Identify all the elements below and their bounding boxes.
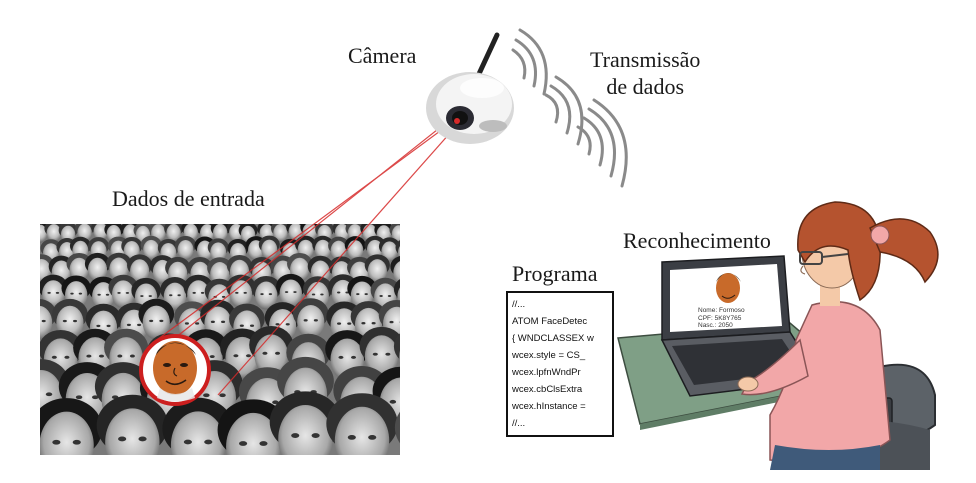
transmission-label-line2: de dados: [590, 73, 700, 100]
camera-label: Câmera: [348, 44, 416, 68]
code-line: wcex.cbClsExtra: [512, 381, 612, 398]
laptop-screen-info: Nome: Formoso CPF: 5K8Y765 Nasc.: 2050: [698, 307, 768, 330]
code-line: //...: [512, 296, 612, 313]
program-label: Programa: [512, 262, 598, 286]
highlighted-face: [141, 336, 209, 404]
program-code-box: //... ATOM FaceDetec { WNDCLASSEX w wcex…: [506, 291, 614, 437]
input-data-label: Dados de entrada: [112, 187, 265, 211]
camera-icon: [426, 35, 514, 144]
code-line: wcex.hInstance =: [512, 398, 612, 415]
code-line: { WNDCLASSEX w: [512, 330, 612, 347]
screen-name: Nome: Formoso: [698, 307, 768, 315]
transmission-label: Transmissão de dados: [590, 46, 700, 100]
code-line: wcex.style = CS_: [512, 347, 612, 364]
transmission-label-line1: Transmissão: [590, 46, 700, 73]
screen-cpf: CPF: 5K8Y765: [698, 315, 768, 323]
screen-birth: Nasc.: 2050: [698, 322, 768, 330]
code-line: //...: [512, 415, 612, 432]
code-line: ATOM FaceDetec: [512, 313, 612, 330]
recognition-label: Reconhecimento: [623, 229, 771, 253]
code-line: wcex.lpfnWndPr: [512, 364, 612, 381]
